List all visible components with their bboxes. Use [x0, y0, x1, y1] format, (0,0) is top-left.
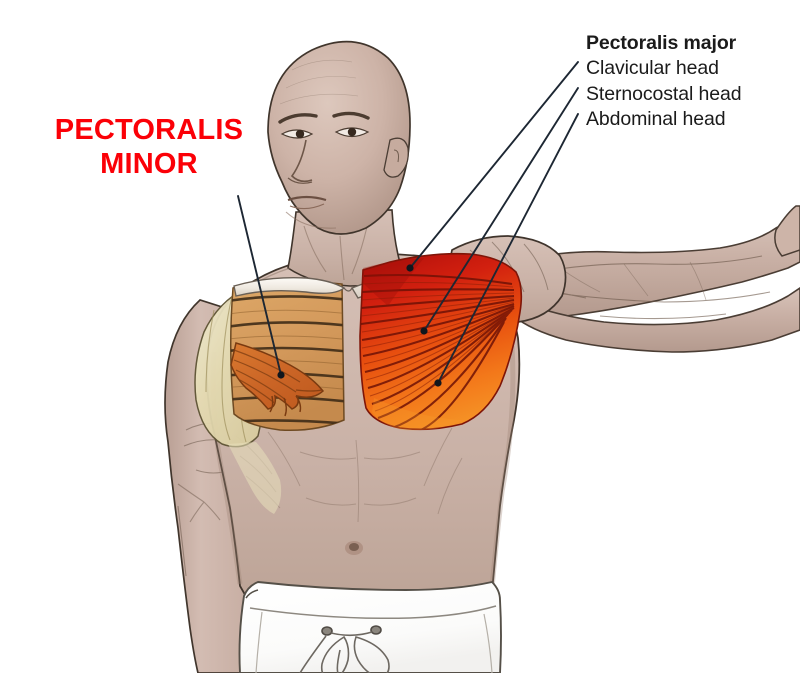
- pectoralis-minor-label: PECTORALIS MINOR: [44, 113, 254, 181]
- navel: [345, 541, 363, 555]
- leader-lines: [237, 61, 579, 384]
- pectoralis-minor-label-line1: PECTORALIS: [54, 114, 244, 146]
- pectoralis-major-label-group: Pectoralis major Clavicular head Sternoc…: [586, 31, 742, 133]
- label-sternocostal-head: Sternocostal head: [586, 82, 742, 105]
- pectoralis-minor-label-line2: MINOR: [100, 148, 198, 180]
- pectoralis-major-heading: Pectoralis major: [586, 32, 737, 54]
- leader-sternocostal-head: [423, 87, 579, 332]
- dot-sternocostal-head: [420, 327, 428, 335]
- leader-abdominal-head: [437, 113, 579, 384]
- leader-pectoralis-minor: [237, 195, 282, 376]
- dot-abdominal-head: [434, 379, 442, 387]
- shorts: [238, 580, 502, 673]
- right-arm: [511, 205, 800, 353]
- head: [267, 40, 411, 235]
- label-abdominal-head: Abdominal head: [586, 108, 726, 130]
- label-clavicular-head: Clavicular head: [586, 57, 719, 79]
- pectoralis-minor: [230, 342, 325, 417]
- leader-dots: [277, 264, 442, 387]
- drawstring-bow: [299, 625, 390, 673]
- leader-clavicular-head: [409, 61, 579, 269]
- dot-clavicular-head: [406, 264, 414, 272]
- dot-pectoralis-minor: [277, 371, 285, 379]
- left-ribcage: [229, 278, 345, 432]
